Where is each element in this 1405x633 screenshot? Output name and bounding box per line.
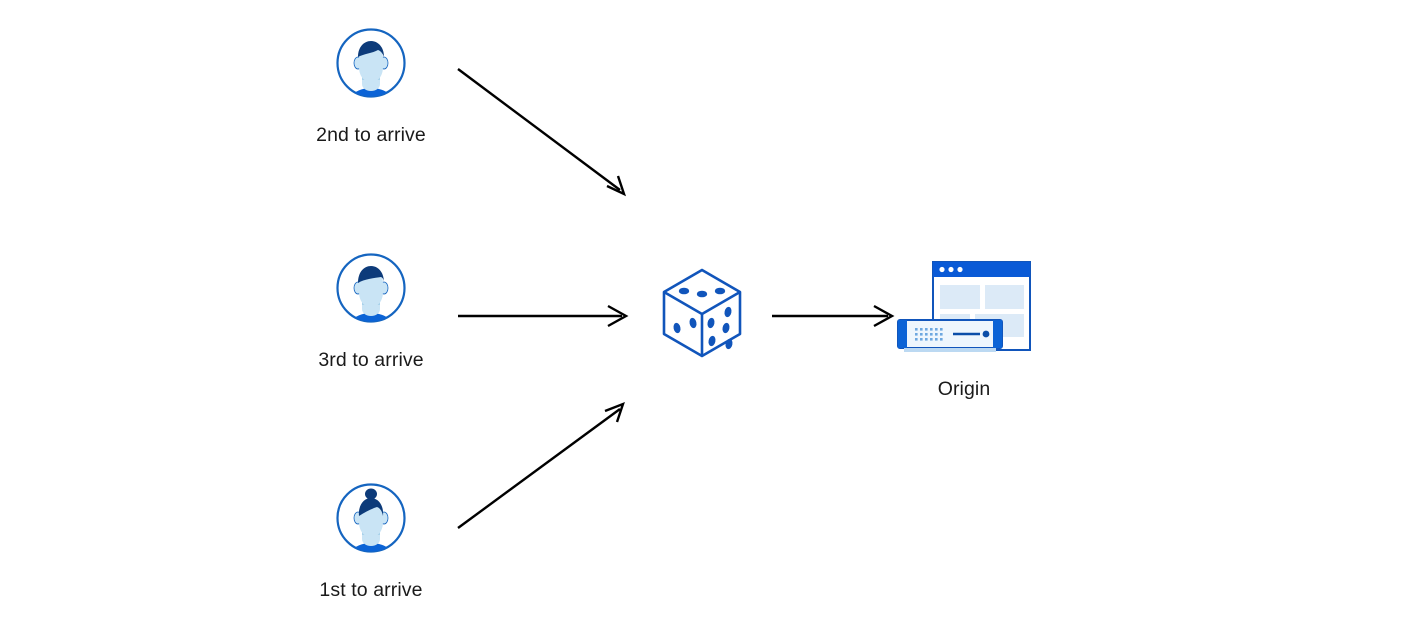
arrow-1st-to-dice [457,401,625,529]
user-avatar-icon [334,251,408,325]
node-client-3rd[interactable]: 3rd to arrive [296,251,446,371]
server-device-icon [897,319,1003,352]
user-avatar-icon [334,481,408,555]
node-label-client-2nd: 2nd to arrive [316,124,426,146]
node-origin[interactable]: Origin [894,258,1034,400]
origin-server-icon [894,258,1034,358]
node-randomizer[interactable] [657,265,747,361]
node-client-2nd[interactable]: 2nd to arrive [296,26,446,146]
arrow-2nd-to-dice [457,68,627,197]
user-avatar-icon [334,26,408,100]
arrow-dice-to-origin [772,304,895,328]
arrow-3rd-to-dice [458,304,629,328]
node-client-1st[interactable]: 1st to arrive [296,481,446,601]
node-label-client-3rd: 3rd to arrive [318,349,424,371]
node-label-origin: Origin [937,378,991,400]
node-label-client-1st: 1st to arrive [319,579,423,601]
dice-icon [662,268,742,358]
